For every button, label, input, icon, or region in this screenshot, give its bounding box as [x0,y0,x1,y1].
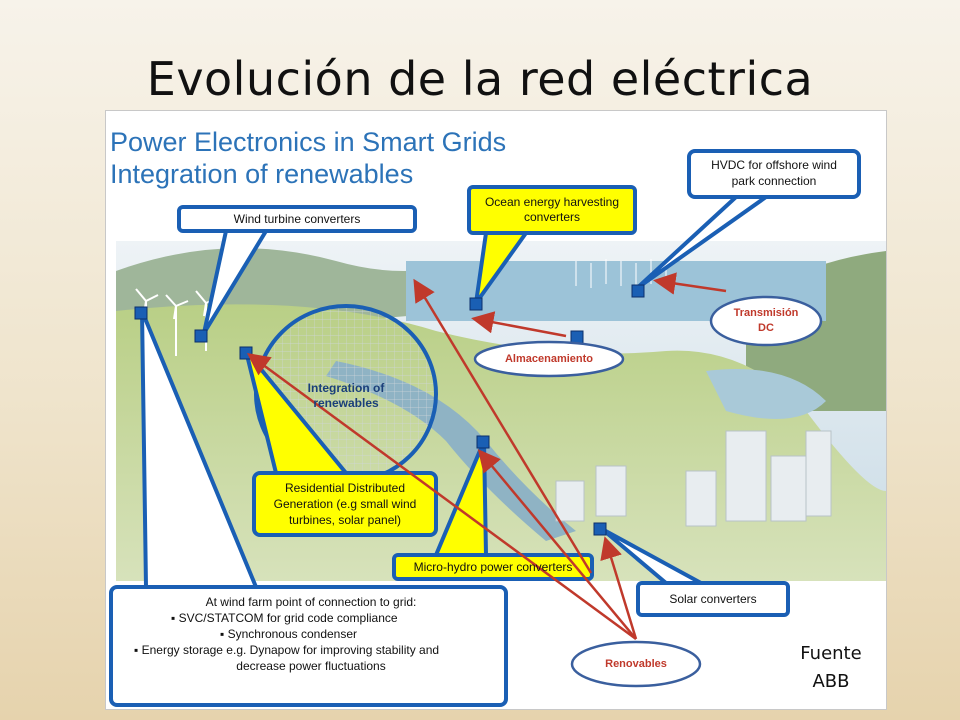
windfarm-item-condenser: Synchronous condenser [227,627,358,641]
lake [706,369,826,419]
source-line2: ABB [812,671,850,692]
smart-grid-diagram: Power Electronics in Smart Grids Integra… [105,110,887,710]
annotation-arrows [246,272,727,641]
diagram-heading-line1: Power Electronics in Smart Grids [110,127,507,157]
connection-markers [134,284,645,536]
river [326,361,576,541]
windfarm-label-line2: ▪ SVC/STATCOM for grid code compliance [171,611,398,625]
source-attribution: Fuente ABB [786,640,876,696]
integration-label-line1: Integration of [307,381,385,395]
ocean-energy-label-line2: converters [523,210,581,224]
diagram-illustration [109,149,886,707]
micro-hydro-label: Micro-hydro power converters [413,560,573,574]
offshore-turbines [575,259,667,288]
hvdc-label-line2: park connection [731,174,817,188]
transmision-dc-label-line1: Transmisión [733,307,799,319]
source-line1: Fuente [800,643,862,664]
windfarm-label-line4: ▪ Energy storage e.g. Dynapow for improv… [134,643,440,657]
blue-callout-shapes [109,149,861,707]
windfarm-label-line3: ▪ Synchronous condenser [220,627,358,641]
annotation-ellipses [473,295,823,688]
transmision-dc-label-line2: DC [758,322,774,334]
renovables-label: Renovables [605,658,667,670]
integration-label-line2: renewables [313,396,379,410]
diagram-heading-line2: Integration of renewables [110,159,414,189]
solar-converters-label: Solar converters [669,592,757,606]
hvdc-label-line1: HVDC for offshore wind [711,158,837,172]
city-buildings [555,430,832,527]
windfarm-label-line5: decrease power fluctuations [236,659,386,673]
windfarm-item-storage: Energy storage e.g. Dynapow for improvin… [141,643,440,657]
residential-label-line3: turbines, solar panel) [288,513,402,527]
almacenamiento-label: Almacenamiento [504,353,594,365]
wind-turbine-converters-label: Wind turbine converters [233,212,361,226]
ocean-energy-label-line1: Ocean energy harvesting [484,195,620,209]
residential-label-line2: Generation (e.g small wind [273,497,417,511]
windfarm-item-svc: SVC/STATCOM for grid code compliance [178,611,398,625]
yellow-callout-shapes [244,185,637,581]
slide-title: Evolución de la red eléctrica [146,52,814,106]
residential-label-line1: Residential Distributed [284,481,406,495]
windfarm-label-line1: At wind farm point of connection to grid… [205,595,417,609]
